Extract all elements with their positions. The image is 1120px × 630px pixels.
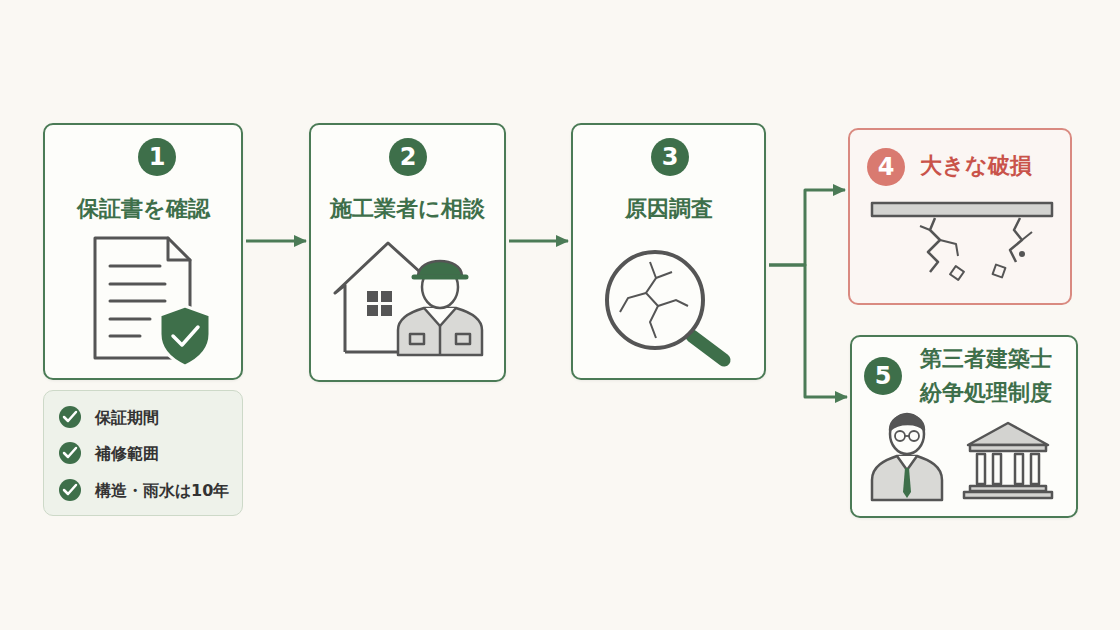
flow-arrow <box>769 265 847 397</box>
magnifier-icon <box>607 252 724 360</box>
step-title: 施工業者に相談 <box>311 192 504 226</box>
flow-arrow <box>769 190 845 265</box>
flow-arrow <box>246 240 306 243</box>
step-title: 原因調査 <box>573 192 764 226</box>
step-number: 4 <box>867 148 905 186</box>
court-building-icon <box>964 423 1052 498</box>
step-number: 5 <box>864 357 902 395</box>
step-number: 1 <box>138 138 176 176</box>
checklist-item: 補修範囲 <box>95 443 159 465</box>
branch-box: 4 大きな破損 <box>848 128 1072 305</box>
checklist-box: 保証期間補修範囲構造・雨水は10年 <box>43 390 243 516</box>
shield-icon <box>160 306 210 366</box>
damage-icon <box>872 203 1052 280</box>
house-icon <box>335 243 420 352</box>
checklist-item: 構造・雨水は10年 <box>95 480 229 502</box>
worker-icon <box>398 261 482 355</box>
step-box: 3 原因調査 <box>571 123 766 380</box>
branch-box: 5 第三者建築士 紛争処理制度 <box>850 335 1078 518</box>
check-marks <box>59 406 81 501</box>
document-icon <box>95 238 190 358</box>
step-title: 大きな破損 <box>920 149 1070 183</box>
checklist-item: 保証期間 <box>95 407 159 429</box>
step-number: 2 <box>389 138 427 176</box>
step-title: 保証書を確認 <box>45 192 241 226</box>
step-title: 第三者建築士 紛争処理制度 <box>920 342 1070 410</box>
step-number: 3 <box>651 138 689 176</box>
step-box: 1 保証書を確認 <box>43 123 243 380</box>
architect-icon <box>872 414 942 500</box>
flow-arrow <box>509 240 568 243</box>
step-box: 2 施工業者に相談 <box>309 123 506 382</box>
